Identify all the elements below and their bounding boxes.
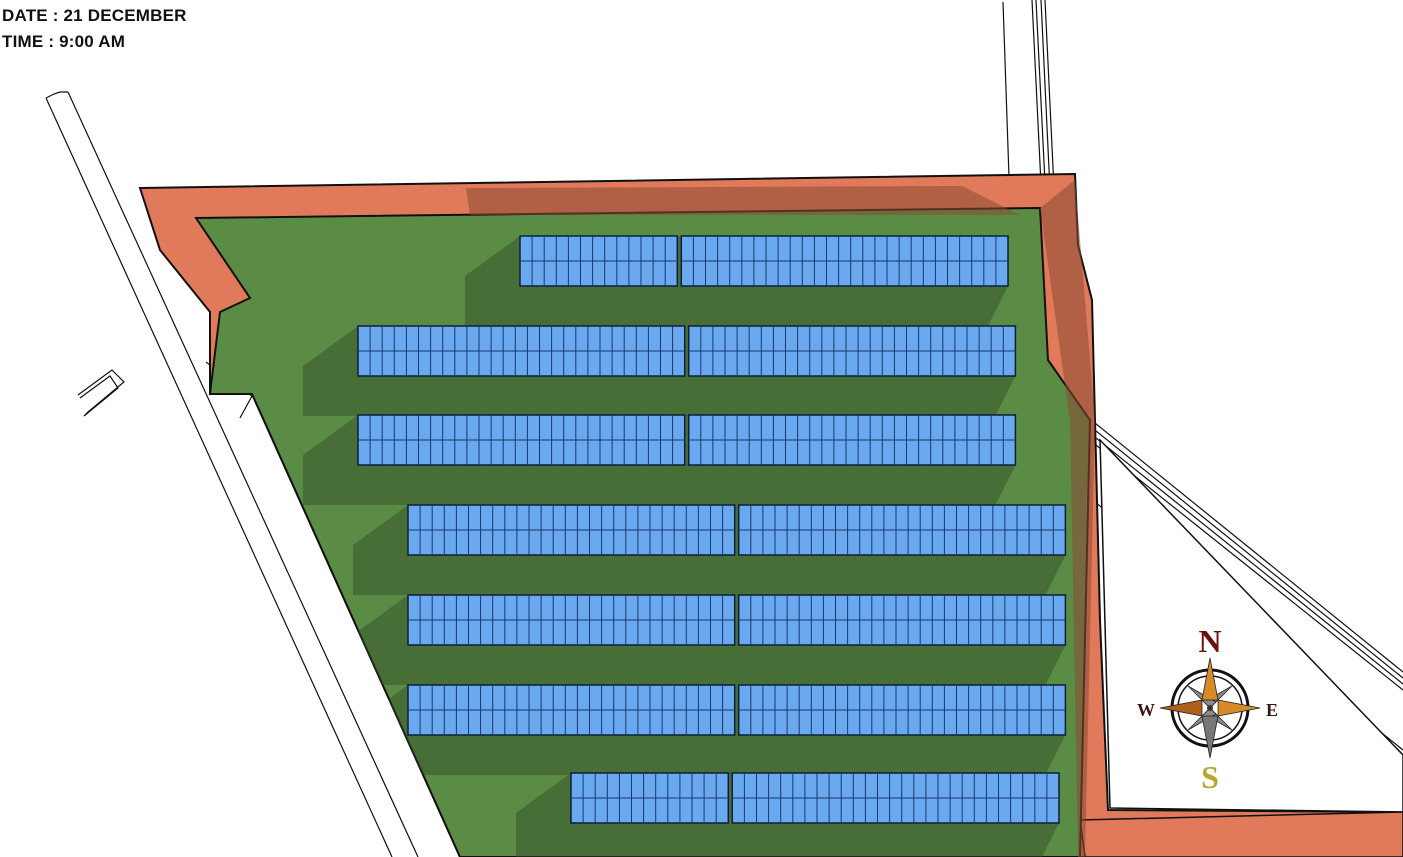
compass-point-south bbox=[1201, 715, 1219, 759]
compass-north-label: N bbox=[1198, 623, 1221, 659]
compass-west-label: W bbox=[1137, 700, 1155, 720]
west-road-edge-outer bbox=[45, 97, 393, 857]
panel-block bbox=[519, 235, 679, 287]
panel-block bbox=[737, 594, 1067, 646]
compass-diag-nw bbox=[1187, 685, 1217, 709]
panel-block bbox=[407, 504, 736, 556]
panel-block bbox=[357, 414, 686, 466]
panel-array bbox=[357, 235, 1067, 824]
setback-shadow-east bbox=[1040, 180, 1095, 857]
panel-block bbox=[731, 772, 1060, 824]
panel-block bbox=[687, 414, 1017, 466]
panel-block bbox=[357, 325, 686, 377]
time-label: TIME : 9:00 AM bbox=[2, 32, 126, 51]
compass-rose: N S E W bbox=[1137, 623, 1278, 795]
east-setback-strip bbox=[1079, 811, 1403, 857]
date-label: DATE : 21 DECEMBER bbox=[2, 6, 187, 25]
panel-block bbox=[570, 772, 730, 824]
east-open-plot bbox=[1099, 438, 1403, 813]
panel-block bbox=[737, 504, 1067, 556]
compass-diag-sw bbox=[1187, 707, 1217, 731]
panel-block bbox=[680, 235, 1009, 287]
compass-east-label: E bbox=[1266, 700, 1278, 720]
panel-block bbox=[737, 684, 1067, 736]
culvert bbox=[77, 369, 125, 417]
panel-block bbox=[407, 684, 736, 736]
compass-south-label: S bbox=[1201, 759, 1219, 795]
west-road-edge-inner bbox=[67, 91, 419, 857]
compass-point-north bbox=[1201, 657, 1219, 701]
setback-shadow bbox=[466, 186, 1020, 215]
compass-center bbox=[1207, 705, 1213, 711]
panel-block bbox=[407, 594, 736, 646]
compass-point-east bbox=[1217, 699, 1261, 717]
panel-block bbox=[687, 325, 1017, 377]
compass-point-west bbox=[1159, 699, 1203, 717]
west-road-cap bbox=[45, 91, 68, 99]
